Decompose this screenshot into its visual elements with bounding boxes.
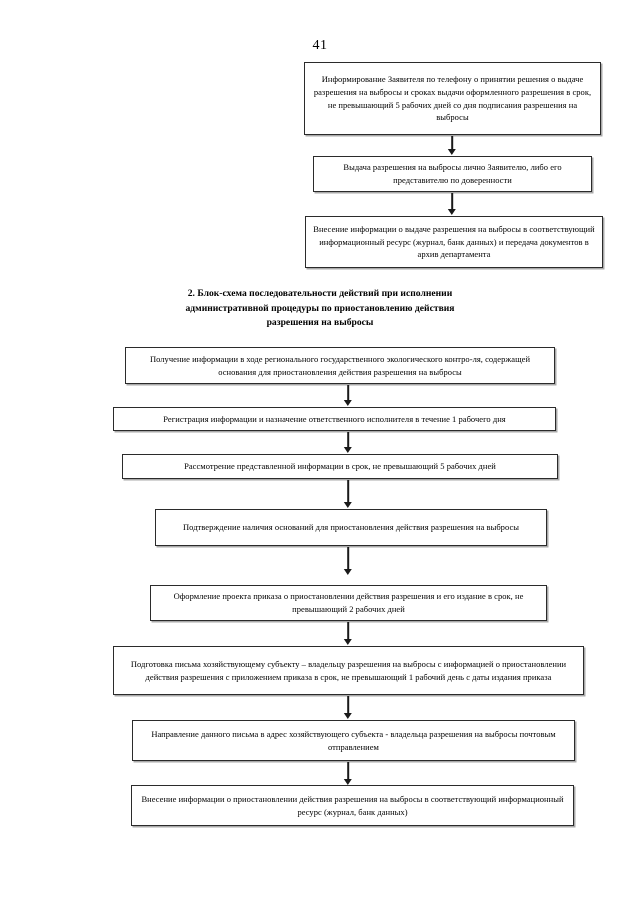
flowchart-box-inform-applicant-by-phone: Информирование Заявителя по телефону о п… bbox=[304, 62, 601, 135]
flowchart-box-issue-permit-to-applicant: Выдача разрешения на выбросы лично Заяви… bbox=[313, 156, 592, 192]
section-heading-line-1: 2. Блок-схема последовательности действи… bbox=[187, 288, 453, 299]
flowchart-box-draft-and-issue-order: Оформление проекта приказа о приостановл… bbox=[150, 585, 547, 621]
flowchart-box-text: Выдача разрешения на выбросы лично Заяви… bbox=[343, 162, 562, 185]
page-number: 41 bbox=[312, 38, 328, 53]
flowchart-box-text: Направление данного письма в адрес хозяй… bbox=[151, 728, 556, 752]
flowchart-box-prepare-letter-to-business-entity: Подготовка письма хозяйствующему субъект… bbox=[113, 646, 584, 695]
flowchart-box-review-submitted-information: Рассмотрение представленной информации в… bbox=[122, 454, 558, 479]
flowchart-box-text: Информирование Заявителя по телефону о п… bbox=[313, 74, 592, 123]
flowchart-box-text: Получение информации в ходе региональног… bbox=[149, 353, 531, 377]
flowchart-box-receive-control-information: Получение информации в ходе региональног… bbox=[125, 347, 555, 384]
section-heading-line-2: административной процедуры по приостанов… bbox=[185, 302, 455, 314]
section-heading-line-3: разрешения на выбросы bbox=[266, 317, 374, 329]
flowchart-box-send-letter-by-mail: Направление данного письма в адрес хозяй… bbox=[132, 720, 575, 761]
flowchart-box-record-suspension-information: Внесение информации о приостановлении де… bbox=[131, 785, 574, 826]
flowchart-box-record-issuance-information: Внесение информации о выдаче разрешения … bbox=[305, 216, 603, 268]
flowchart-box-text: Регистрация информации и назначение отве… bbox=[163, 413, 506, 424]
section-heading: 2. Блок-схема последовательности действи… bbox=[70, 287, 570, 331]
flowchart-box-text: Оформление проекта приказа о приостановл… bbox=[173, 591, 524, 614]
flowchart-box-text: Подтверждение наличия оснований для прио… bbox=[182, 522, 519, 533]
flowchart-box-text: Внесение информации о приостановлении де… bbox=[141, 793, 564, 817]
flowchart-box-confirm-grounds-for-suspension: Подтверждение наличия оснований для прио… bbox=[155, 509, 547, 546]
flowchart-box-text: Рассмотрение представленной информации в… bbox=[184, 461, 496, 472]
flowchart-box-register-information-assign-executor: Регистрация информации и назначение отве… bbox=[113, 407, 556, 431]
flowchart-box-text: Внесение информации о выдаче разрешения … bbox=[313, 224, 595, 260]
flowchart-box-text: Подготовка письма хозяйствующему субъект… bbox=[130, 658, 567, 682]
